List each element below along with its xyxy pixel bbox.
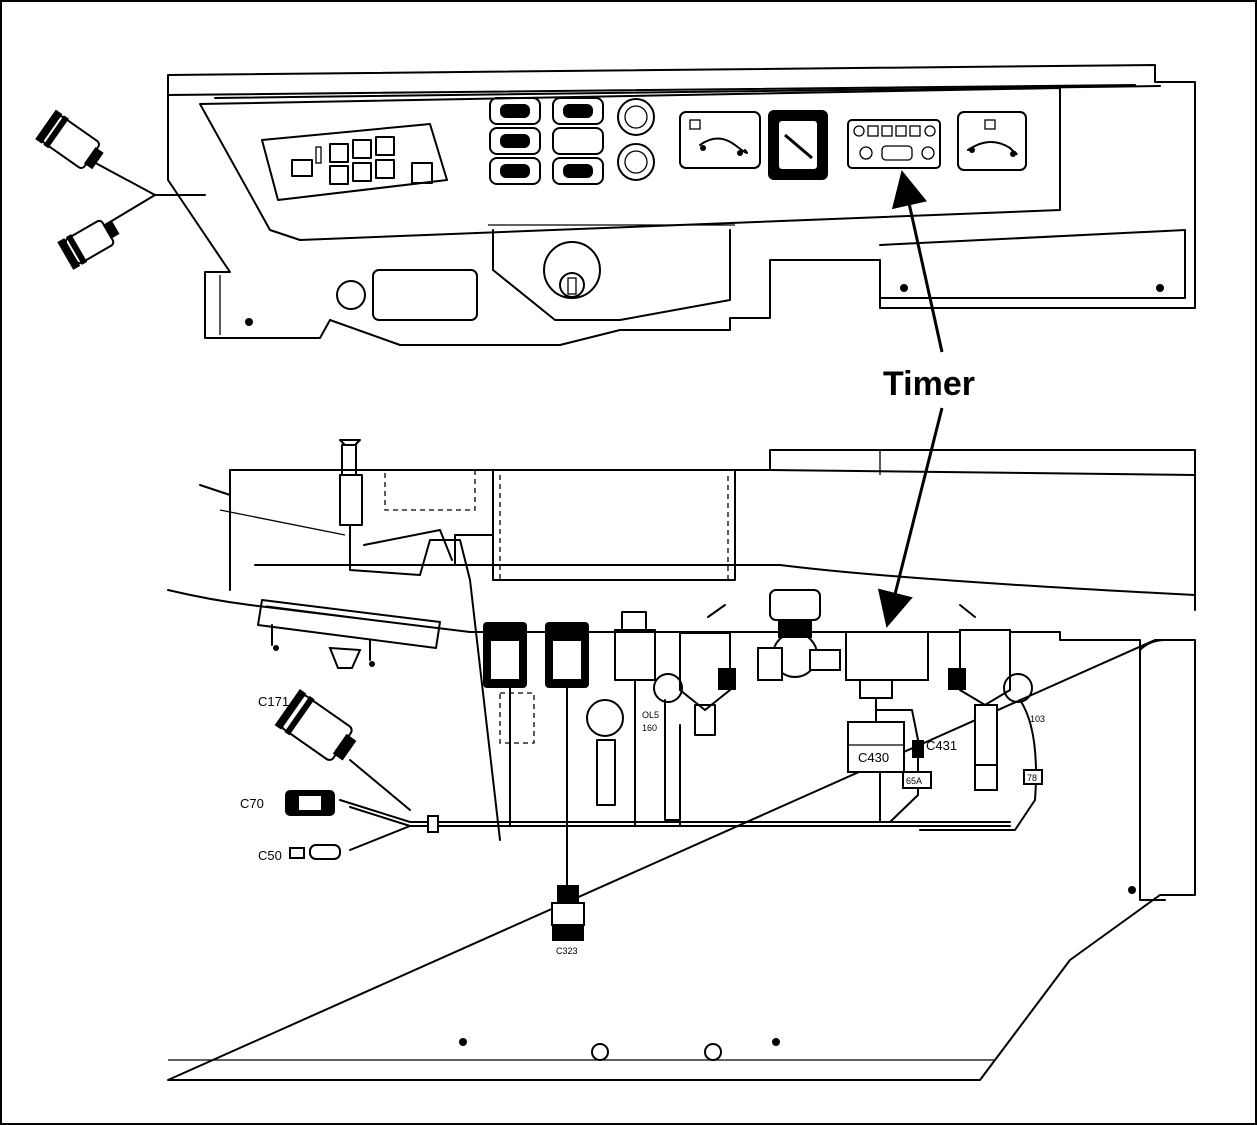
air-valve-right: 103 78: [919, 604, 1045, 831]
wire-78-tag: 78: [1027, 773, 1037, 783]
c50-label: C50: [258, 848, 282, 863]
connector-c70: C70: [240, 790, 335, 816]
upper-dash-panel: [167, 64, 1196, 346]
keypad-module: [261, 123, 448, 201]
c70-label: C70: [240, 796, 264, 811]
timer-label: Timer: [883, 365, 975, 403]
timer-module: C430 C431 65A: [845, 631, 957, 823]
rocker-switch-a: [483, 622, 535, 826]
rocker-switch-bank: [489, 97, 655, 185]
timer-unit: [847, 119, 941, 169]
air-valve-left: [653, 604, 736, 821]
c323-label: C323: [556, 946, 578, 956]
wire-160-tag: 160: [642, 723, 657, 733]
wire-65a-tag: 65A: [906, 776, 922, 786]
connector-c171: C171: [258, 689, 357, 761]
callout-arrow-down: [877, 407, 944, 628]
control-fascia: [199, 87, 1061, 241]
c171-label: C171: [258, 694, 289, 709]
c430-label: C430: [858, 750, 889, 765]
pressure-switch: OL5 160: [586, 611, 659, 826]
wire-103-tag: 103: [1030, 714, 1045, 724]
c431-label: C431: [926, 738, 957, 753]
gauge-valve-center: [757, 589, 841, 681]
connector-c323: C323: [551, 885, 585, 956]
rocker-switch-b: [545, 622, 589, 886]
lower-dash-panel: [167, 449, 1196, 1081]
top-switch: [219, 439, 501, 841]
oil-tag: OL5: [642, 710, 659, 720]
main-harness: [339, 759, 1011, 851]
gauge-button-group: [679, 110, 1027, 180]
upper-left-connectors: [35, 109, 206, 270]
gauge-cluster: [257, 599, 441, 669]
timer-callout: Timer: [877, 170, 975, 628]
connector-c50: C50: [258, 844, 341, 863]
callout-arrow-up: [891, 170, 944, 353]
ignition-switch: [336, 241, 601, 321]
